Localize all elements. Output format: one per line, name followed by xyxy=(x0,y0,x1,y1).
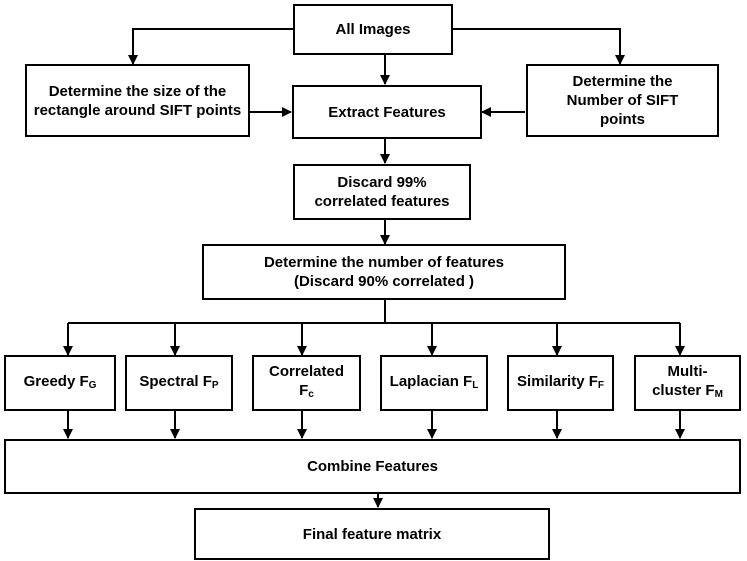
spectral-label: Spectral FP xyxy=(139,372,219,391)
extract-features-box: Extract Features xyxy=(292,85,482,139)
combine-features-box: Combine Features xyxy=(4,439,741,494)
final-feature-matrix-box: Final feature matrix xyxy=(194,508,550,560)
determine-size-label: Determine the size of the rectangle arou… xyxy=(33,82,242,119)
similarity-label: Similarity FF xyxy=(517,372,604,391)
laplacian-label: Laplacian FL xyxy=(389,372,479,391)
extract-features-label: Extract Features xyxy=(328,103,446,121)
arrow-all-images-to-determine-size xyxy=(128,28,293,65)
similarity-box: Similarity FF xyxy=(507,355,614,411)
final-feature-matrix-label: Final feature matrix xyxy=(302,525,442,543)
laplacian-box: Laplacian FL xyxy=(380,355,488,411)
determine-number-sift-label: Determine the Number of SIFT points xyxy=(566,73,679,128)
greedy-label: Greedy FG xyxy=(23,372,97,391)
combine-features-label: Combine Features xyxy=(307,458,438,475)
discard-99-box: Discard 99% correlated features xyxy=(293,164,471,220)
arrow-all-images-to-determine-number xyxy=(453,28,625,65)
determine-num-features-line1: Determine the number of features xyxy=(263,254,505,271)
determine-num-features-line2: (Discard 90% correlated ) xyxy=(293,273,475,290)
multicluster-label: Multi-cluster FM xyxy=(652,363,723,400)
multicluster-box: Multi-cluster FM xyxy=(634,355,741,411)
determine-size-box: Determine the size of the rectangle arou… xyxy=(25,64,250,137)
spectral-box: Spectral FP xyxy=(125,355,233,411)
all-images-box: All Images xyxy=(293,4,453,55)
discard-99-label: Discard 99% correlated features xyxy=(314,174,450,210)
determine-number-sift-box: Determine the Number of SIFT points xyxy=(526,64,719,137)
correlated-label: Correlated Fc xyxy=(268,363,345,400)
all-images-label: All Images xyxy=(335,21,411,38)
determine-num-features-box: Determine the number of features (Discar… xyxy=(202,244,566,300)
greedy-box: Greedy FG xyxy=(4,355,116,411)
correlated-box: Correlated Fc xyxy=(252,355,361,411)
